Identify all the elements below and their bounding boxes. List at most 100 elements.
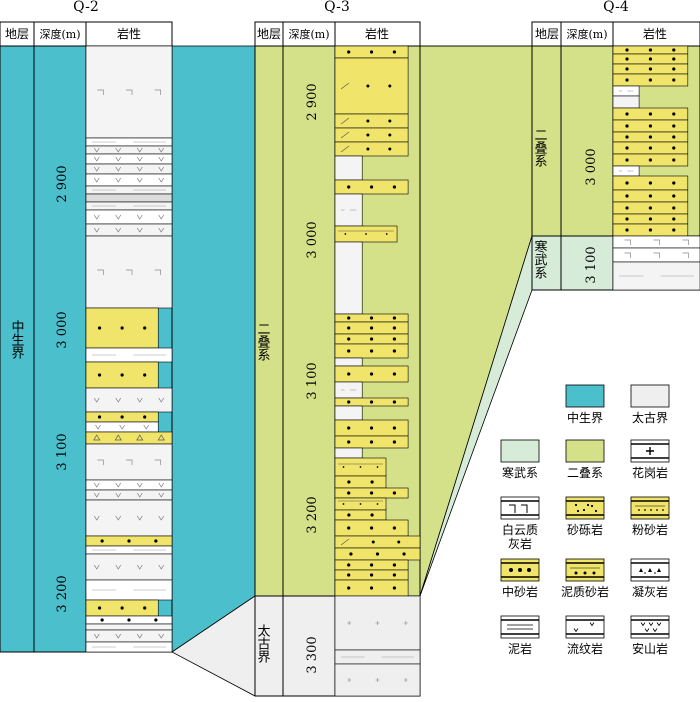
- legend-item-conglomerate: 砂砾岩: [566, 497, 604, 537]
- q4-bed: [613, 74, 688, 86]
- depth-tick: 3 100: [584, 246, 599, 283]
- q4-bed: [613, 214, 688, 224]
- legend-label: 安山岩: [632, 641, 668, 656]
- q4-bed: [613, 176, 688, 190]
- legend-item-cambrian: 寒武系: [501, 440, 539, 480]
- legend-item-granite: 花岗岩: [631, 440, 669, 480]
- legend-swatch: [501, 440, 539, 462]
- q3-bed: [335, 520, 408, 536]
- depth-tick: 3 000: [584, 148, 599, 185]
- legend-label: 灰岩: [508, 536, 532, 551]
- q2-bed: [86, 616, 172, 624]
- q2-bed: [86, 580, 172, 600]
- header-depth: 深度(m): [39, 27, 80, 41]
- q3-bed: [335, 510, 386, 520]
- q4-bed: [613, 54, 688, 64]
- q3-bed: [335, 322, 408, 334]
- q3-bed: [335, 128, 408, 142]
- legend-label: 粉砂岩: [632, 522, 668, 537]
- q2-bed: [86, 624, 172, 630]
- q4-bed: [613, 190, 688, 202]
- legend-label: 太古界: [632, 410, 668, 425]
- q3-bed: [335, 596, 420, 650]
- q3-bed: [335, 226, 397, 242]
- q2-bed: [86, 186, 172, 194]
- header-lithology: 岩性: [365, 26, 389, 41]
- legend-item-mesozoic: 中生界: [566, 385, 604, 425]
- q3-bed: [335, 58, 408, 114]
- q4-bed: [613, 86, 639, 96]
- well-q2: Q-2 地层 深度(m) 岩性 中生界 2 900 3 000 3 100 3 …: [0, 0, 172, 652]
- q3-bed: [335, 382, 362, 398]
- q2-bed: [86, 164, 172, 174]
- q3-bed: [335, 536, 420, 548]
- q4-bed: [613, 154, 688, 166]
- legend-label: 凝灰岩: [632, 584, 668, 599]
- well-q3: Q-3 地层 深度(m) 岩性 二叠系 太古界 2 900 3 000 3 10…: [255, 0, 421, 696]
- depth-tick: 3 000: [305, 221, 320, 258]
- q2-bed: [86, 444, 172, 480]
- legend: 中生界太古界寒武系二叠系花岗岩白云质灰岩砂砾岩粉砂岩中砂岩泥质砂岩凝灰岩泥岩流纹…: [501, 385, 669, 656]
- q3-bed: [335, 334, 408, 344]
- q3-bed: [335, 180, 408, 194]
- q2-bed: [86, 642, 172, 652]
- legend-label: 花岗岩: [632, 465, 668, 480]
- legend-item-permian: 二叠系: [566, 440, 604, 480]
- legend-item-muddysand: 泥质砂岩: [561, 559, 609, 599]
- depth-tick: 3 000: [55, 311, 70, 348]
- q3-bed: [335, 650, 420, 664]
- q2-bed: [86, 480, 172, 490]
- q4-bed: [613, 236, 700, 248]
- q3-bed: [335, 580, 408, 596]
- well-title: Q-3: [324, 0, 350, 15]
- q4-bed: [613, 132, 688, 142]
- depth-tick: 2 900: [305, 83, 320, 120]
- q3-bed: [335, 664, 420, 696]
- q3-bed: [335, 194, 362, 226]
- well-title: Q-2: [73, 0, 99, 15]
- legend-label: 二叠系: [567, 466, 603, 480]
- q2-bed: [86, 348, 172, 362]
- q3-bed: [335, 156, 362, 180]
- legend-swatch: [566, 385, 604, 407]
- q4-bed: [613, 142, 688, 154]
- q2-bed: [86, 536, 172, 546]
- zone-mesozoic: [172, 46, 255, 652]
- q3-bed: [335, 458, 386, 476]
- q2-bed: [86, 630, 172, 642]
- q4-bed: [613, 262, 700, 290]
- q4-bed: [613, 166, 639, 176]
- q2-bed: [86, 308, 158, 348]
- depth-tick: 3 100: [55, 433, 70, 470]
- legend-label: 寒武系: [502, 465, 538, 480]
- q3-bed: [335, 406, 362, 420]
- q2-bed: [86, 202, 172, 210]
- well-q4: Q-4 地层 深度(m) 岩性 二叠系 寒武系 3 000 3 100: [532, 0, 700, 290]
- depth-tick: 2 900: [55, 165, 70, 202]
- q3-bed: [335, 314, 408, 322]
- q4-bed: [613, 224, 688, 236]
- q2-bed: [86, 46, 172, 138]
- q4-bed: [613, 108, 688, 120]
- q3-bed: [335, 448, 362, 458]
- q3-bed: [335, 358, 362, 366]
- legend-item-tuff: 凝灰岩: [631, 559, 669, 599]
- q2-bed: [86, 490, 172, 500]
- header-depth: 深度(m): [566, 27, 607, 41]
- q3-bed: [335, 560, 408, 570]
- q2-bed: [86, 154, 172, 164]
- q3-bed: [335, 142, 408, 156]
- q3-bed: [335, 436, 408, 448]
- strata-label: 太古界: [255, 624, 271, 664]
- legend-item-medsand: 中砂岩: [501, 559, 539, 599]
- q3-bed: [335, 488, 408, 498]
- q3-bed: [335, 46, 408, 58]
- q4-bed: [613, 202, 688, 214]
- q2-bed: [86, 388, 172, 412]
- q2-bed: [86, 236, 172, 308]
- header-strata: 地层: [257, 27, 281, 41]
- header-lithology: 岩性: [117, 26, 141, 41]
